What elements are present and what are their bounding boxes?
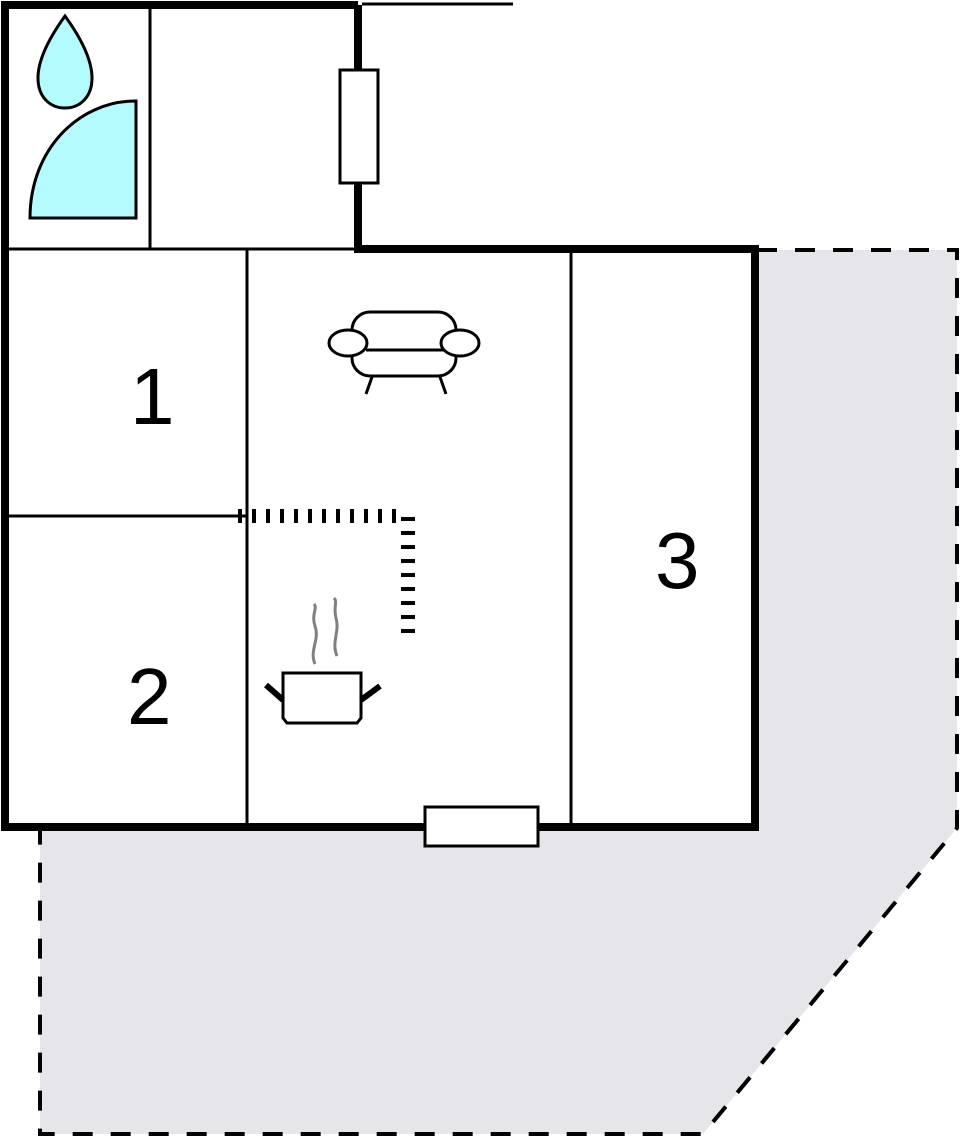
room-label-bedroom-2: 2 [127,652,172,741]
room-label-bedroom-1: 1 [130,352,175,441]
window-entrance [338,68,380,185]
window-living [423,805,540,848]
room-label-bedroom-3: 3 [655,516,700,605]
terrace-area [40,250,957,1134]
cooking-pot-icon [264,596,382,725]
shower-icon [28,13,138,220]
house-interior [5,5,755,827]
terrace-outline [38,248,959,1136]
armchair-icon [327,310,481,395]
